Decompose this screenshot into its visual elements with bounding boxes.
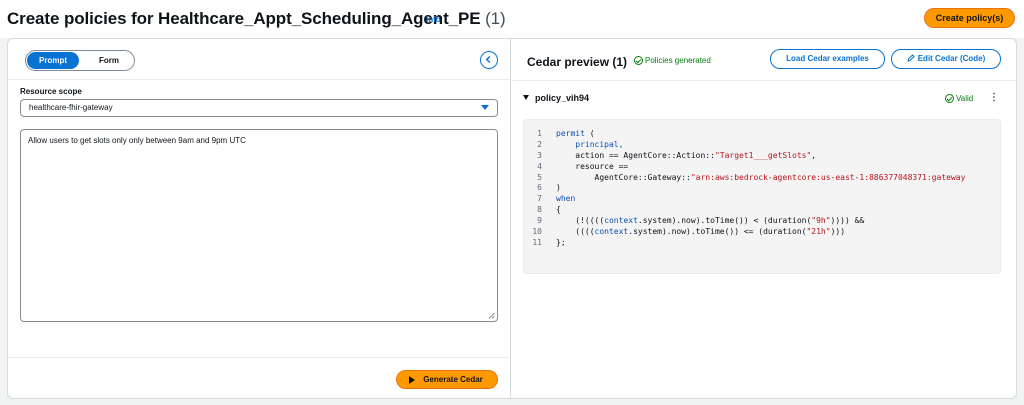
code-token: (!(((( bbox=[575, 216, 605, 226]
cedar-preview-panel: Cedar preview (1) Policies generated Loa… bbox=[511, 38, 1017, 399]
code-token: context bbox=[594, 227, 629, 237]
pencil-icon bbox=[907, 54, 915, 62]
code-line: 5 AgentCore::Gateway::"arn:aws:bedrock-a… bbox=[524, 173, 1000, 184]
code-token: action == AgentCore::Action:: bbox=[575, 150, 715, 160]
line-number: 5 bbox=[537, 172, 542, 182]
code-line: 11}; bbox=[524, 238, 1000, 249]
prompt-panel: Prompt Form Resource scope healthcare-fh… bbox=[7, 38, 511, 399]
divider bbox=[8, 357, 510, 358]
code-line: 7 when bbox=[524, 194, 1000, 205]
load-cedar-examples-button[interactable]: Load Cedar examples bbox=[770, 49, 885, 69]
status-text: Policies generated bbox=[645, 56, 711, 65]
code-token: "9h" bbox=[811, 216, 831, 226]
code-line: 10 ((((context.system).now).toTime()) <=… bbox=[524, 227, 1000, 238]
policy-name: policy_vih94 bbox=[535, 93, 590, 103]
code-token: "Target1___getSlots" bbox=[714, 150, 812, 160]
code-token: { bbox=[556, 205, 561, 215]
check-circle-icon bbox=[634, 56, 643, 65]
line-number: 8 bbox=[537, 205, 542, 215]
divider bbox=[8, 79, 510, 80]
mode-segmented-control: Prompt Form bbox=[25, 50, 135, 71]
code-token: permit bbox=[556, 129, 585, 138]
line-number: 4 bbox=[537, 161, 542, 171]
code-token: )))) && bbox=[830, 216, 865, 226]
code-line: 8{ bbox=[524, 205, 1000, 216]
code-token: ) bbox=[556, 183, 561, 193]
resource-scope-select[interactable]: healthcare-fhir-gateway bbox=[20, 99, 498, 117]
code-token: .system).now).toTime()) < (duration( bbox=[637, 216, 812, 226]
caret-down-icon bbox=[523, 95, 529, 100]
valid-text: Valid bbox=[956, 94, 974, 103]
tab-form[interactable]: Form bbox=[99, 56, 119, 65]
edit-cedar-label: Edit Cedar (Code) bbox=[917, 54, 986, 63]
code-line: 1 permit ( bbox=[524, 129, 1000, 140]
page-title: Create policies for Healthcare_Appt_Sche… bbox=[7, 9, 506, 29]
line-number: 1 bbox=[537, 129, 542, 138]
code-token: }; bbox=[556, 237, 566, 247]
tab-prompt[interactable]: Prompt bbox=[27, 52, 79, 69]
divider bbox=[511, 80, 1016, 81]
generate-cedar-button[interactable]: Generate Cedar bbox=[396, 370, 498, 389]
code-token: principal, bbox=[575, 139, 624, 149]
check-circle-icon bbox=[945, 94, 954, 103]
line-number: 11 bbox=[532, 237, 542, 247]
code-line: 4 resource == bbox=[524, 162, 1000, 173]
line-number: 6 bbox=[537, 183, 542, 193]
line-number: 10 bbox=[532, 227, 542, 237]
policy-expander[interactable]: policy_vih94 bbox=[523, 93, 589, 103]
cedar-code-editor: 1 permit ( 2 principal, 3 action == Agent… bbox=[523, 119, 1001, 274]
resize-icon[interactable] bbox=[488, 312, 495, 319]
prompt-text: Allow users to get slots only only betwe… bbox=[28, 136, 246, 145]
code-line: 9 (!((((context.system).now).toTime()) <… bbox=[524, 216, 1000, 227]
line-number: 9 bbox=[537, 216, 542, 226]
collapse-button[interactable] bbox=[480, 51, 498, 69]
code-token: when bbox=[556, 194, 576, 204]
edit-cedar-button[interactable]: Edit Cedar (Code) bbox=[891, 49, 1001, 69]
code-token: (((( bbox=[575, 227, 595, 237]
code-token: "arn:aws:bedrock-agentcore:us-east-1:886… bbox=[690, 172, 966, 182]
cedar-preview-title: Cedar preview (1) bbox=[527, 55, 627, 69]
create-policies-button[interactable]: Create policy(s) bbox=[924, 8, 1015, 28]
code-token: "21h" bbox=[806, 227, 831, 237]
code-line: 2 principal, bbox=[524, 140, 1000, 151]
page-title-count: (1) bbox=[485, 9, 506, 28]
code-token: context bbox=[604, 216, 638, 226]
code-line: 3 action == AgentCore::Action::"Target1_… bbox=[524, 151, 1000, 162]
resource-scope-value: healthcare-fhir-gateway bbox=[29, 103, 113, 112]
play-icon bbox=[409, 376, 415, 384]
chevron-left-icon bbox=[485, 55, 491, 64]
code-token: , bbox=[811, 150, 817, 160]
page-title-text: Create policies for Healthcare_Appt_Sche… bbox=[7, 9, 481, 28]
code-token: .system).now).toTime()) <= (duration( bbox=[628, 227, 807, 237]
line-number: 7 bbox=[537, 194, 542, 204]
code-token: ))) bbox=[830, 227, 846, 237]
code-token: ( bbox=[584, 129, 595, 138]
cedar-preview-count: (1) bbox=[612, 55, 628, 69]
caret-down-icon bbox=[481, 105, 489, 110]
status-badge: Policies generated bbox=[634, 56, 711, 65]
info-link[interactable]: Info bbox=[426, 15, 441, 24]
code-token: AgentCore::Gateway:: bbox=[594, 172, 691, 182]
code-token: resource == bbox=[575, 161, 629, 171]
cedar-preview-title-text: Cedar preview bbox=[527, 55, 610, 69]
valid-badge: Valid bbox=[945, 94, 973, 103]
prompt-textarea[interactable]: Allow users to get slots only only betwe… bbox=[20, 129, 498, 322]
line-number: 2 bbox=[537, 139, 542, 149]
resource-scope-label: Resource scope bbox=[20, 87, 82, 96]
line-number: 3 bbox=[537, 150, 542, 160]
kebab-icon[interactable]: ⋮ bbox=[989, 92, 999, 103]
generate-cedar-label: Generate Cedar bbox=[423, 375, 483, 384]
code-line: 6) bbox=[524, 183, 1000, 194]
page-header: Create policies for Healthcare_Appt_Sche… bbox=[0, 0, 1024, 38]
